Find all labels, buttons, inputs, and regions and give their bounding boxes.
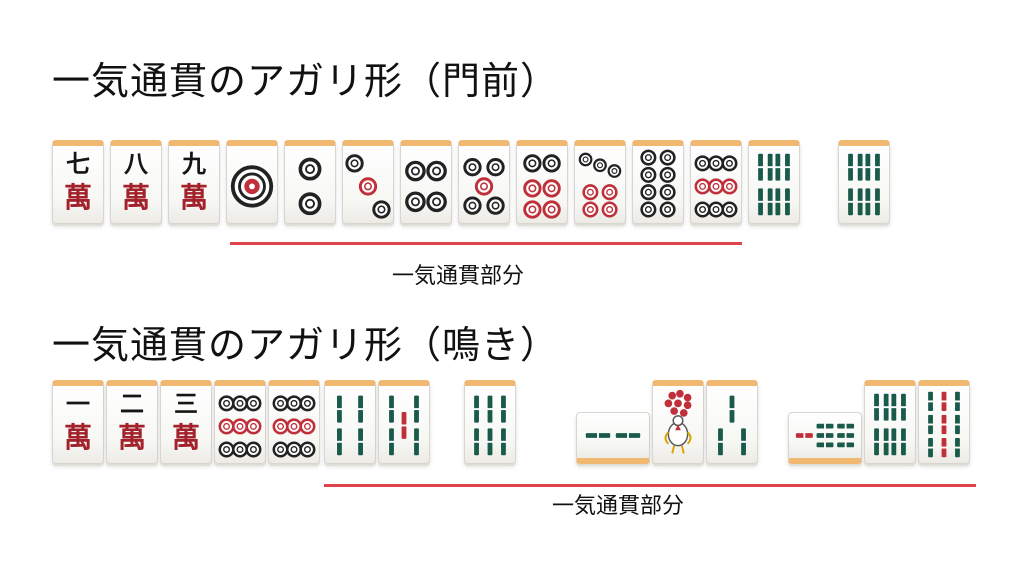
pin-face-icon — [345, 154, 391, 219]
pin-face-icon — [523, 154, 561, 219]
tile-man-7: 七萬 — [52, 140, 104, 224]
man-suit-char: 萬 — [63, 181, 92, 214]
man-numeral: 七 — [66, 149, 90, 178]
pin-face-icon — [405, 160, 447, 213]
title-naki: 一気通貫のアガリ形（鳴き） — [52, 323, 560, 367]
ittsu-label-menzen: 一気通貫部分 — [392, 264, 525, 289]
pin-face-icon — [298, 157, 322, 216]
ittsu-label-naki: 一気通貫部分 — [552, 494, 685, 519]
sou-face-icon — [847, 153, 881, 216]
tile-sou-2-called — [576, 412, 650, 464]
ittsu-underline-menzen — [230, 242, 742, 245]
tile-man-9: 九萬 — [168, 140, 220, 224]
tile-pin-9 — [268, 380, 320, 464]
sou-face-icon — [927, 391, 961, 458]
pin-face-icon — [640, 149, 676, 218]
tile-pin-9 — [214, 380, 266, 464]
tile-sou-3 — [706, 380, 758, 464]
tile-sou-7-called — [788, 412, 862, 464]
sou-face-icon — [757, 153, 791, 216]
tile-pin-1 — [226, 140, 278, 224]
man-numeral: 二 — [120, 389, 144, 418]
man-suit-char: 萬 — [117, 421, 146, 454]
tile-sou-4 — [324, 380, 376, 464]
sou-face-icon — [585, 432, 641, 439]
pin-face-icon — [272, 395, 316, 458]
tile-man-8: 八萬 — [110, 140, 162, 224]
tile-sou-5 — [378, 380, 430, 464]
tile-pin-6 — [516, 140, 568, 224]
man-suit-char: 萬 — [121, 181, 150, 214]
tile-sou-1 — [652, 380, 704, 464]
pin-face-icon — [578, 152, 622, 218]
tile-pin-9 — [690, 140, 742, 224]
pin-face-icon — [218, 395, 262, 458]
winning-tile — [838, 140, 890, 224]
pin-face-icon — [230, 165, 274, 208]
tile-pin-7 — [574, 140, 626, 224]
tile-sou-8 — [748, 140, 800, 224]
man-numeral: 九 — [182, 149, 206, 178]
pin-face-icon — [463, 158, 505, 215]
tile-pin-3 — [342, 140, 394, 224]
tile-pin-4 — [400, 140, 452, 224]
man-numeral: 八 — [124, 149, 148, 178]
tile-sou-8 — [864, 380, 916, 464]
man-suit-char: 萬 — [179, 181, 208, 214]
sou-face-icon — [873, 393, 907, 456]
man-numeral: 一 — [66, 389, 90, 418]
sou-face-icon — [388, 395, 420, 456]
tile-pin-5 — [458, 140, 510, 224]
tile-man-3: 三萬 — [160, 380, 212, 464]
man-numeral: 三 — [174, 389, 198, 418]
ittsu-underline-naki — [324, 484, 976, 487]
man-suit-char: 萬 — [63, 421, 92, 454]
tile-pin-8 — [632, 140, 684, 224]
pin-face-icon — [694, 155, 738, 218]
sou-face-icon — [717, 395, 747, 456]
title-menzen: 一気通貫のアガリ形（門前） — [52, 59, 560, 103]
sou-face-icon — [473, 395, 507, 456]
tile-man-2: 二萬 — [106, 380, 158, 464]
winning-tile — [464, 380, 516, 464]
sou-face-icon — [664, 389, 692, 454]
man-suit-char: 萬 — [171, 421, 200, 454]
sou-face-icon — [336, 395, 364, 456]
tile-man-1: 一萬 — [52, 380, 104, 464]
sou-face-icon — [795, 422, 855, 449]
tile-sou-9 — [918, 380, 970, 464]
tile-pin-2 — [284, 140, 336, 224]
